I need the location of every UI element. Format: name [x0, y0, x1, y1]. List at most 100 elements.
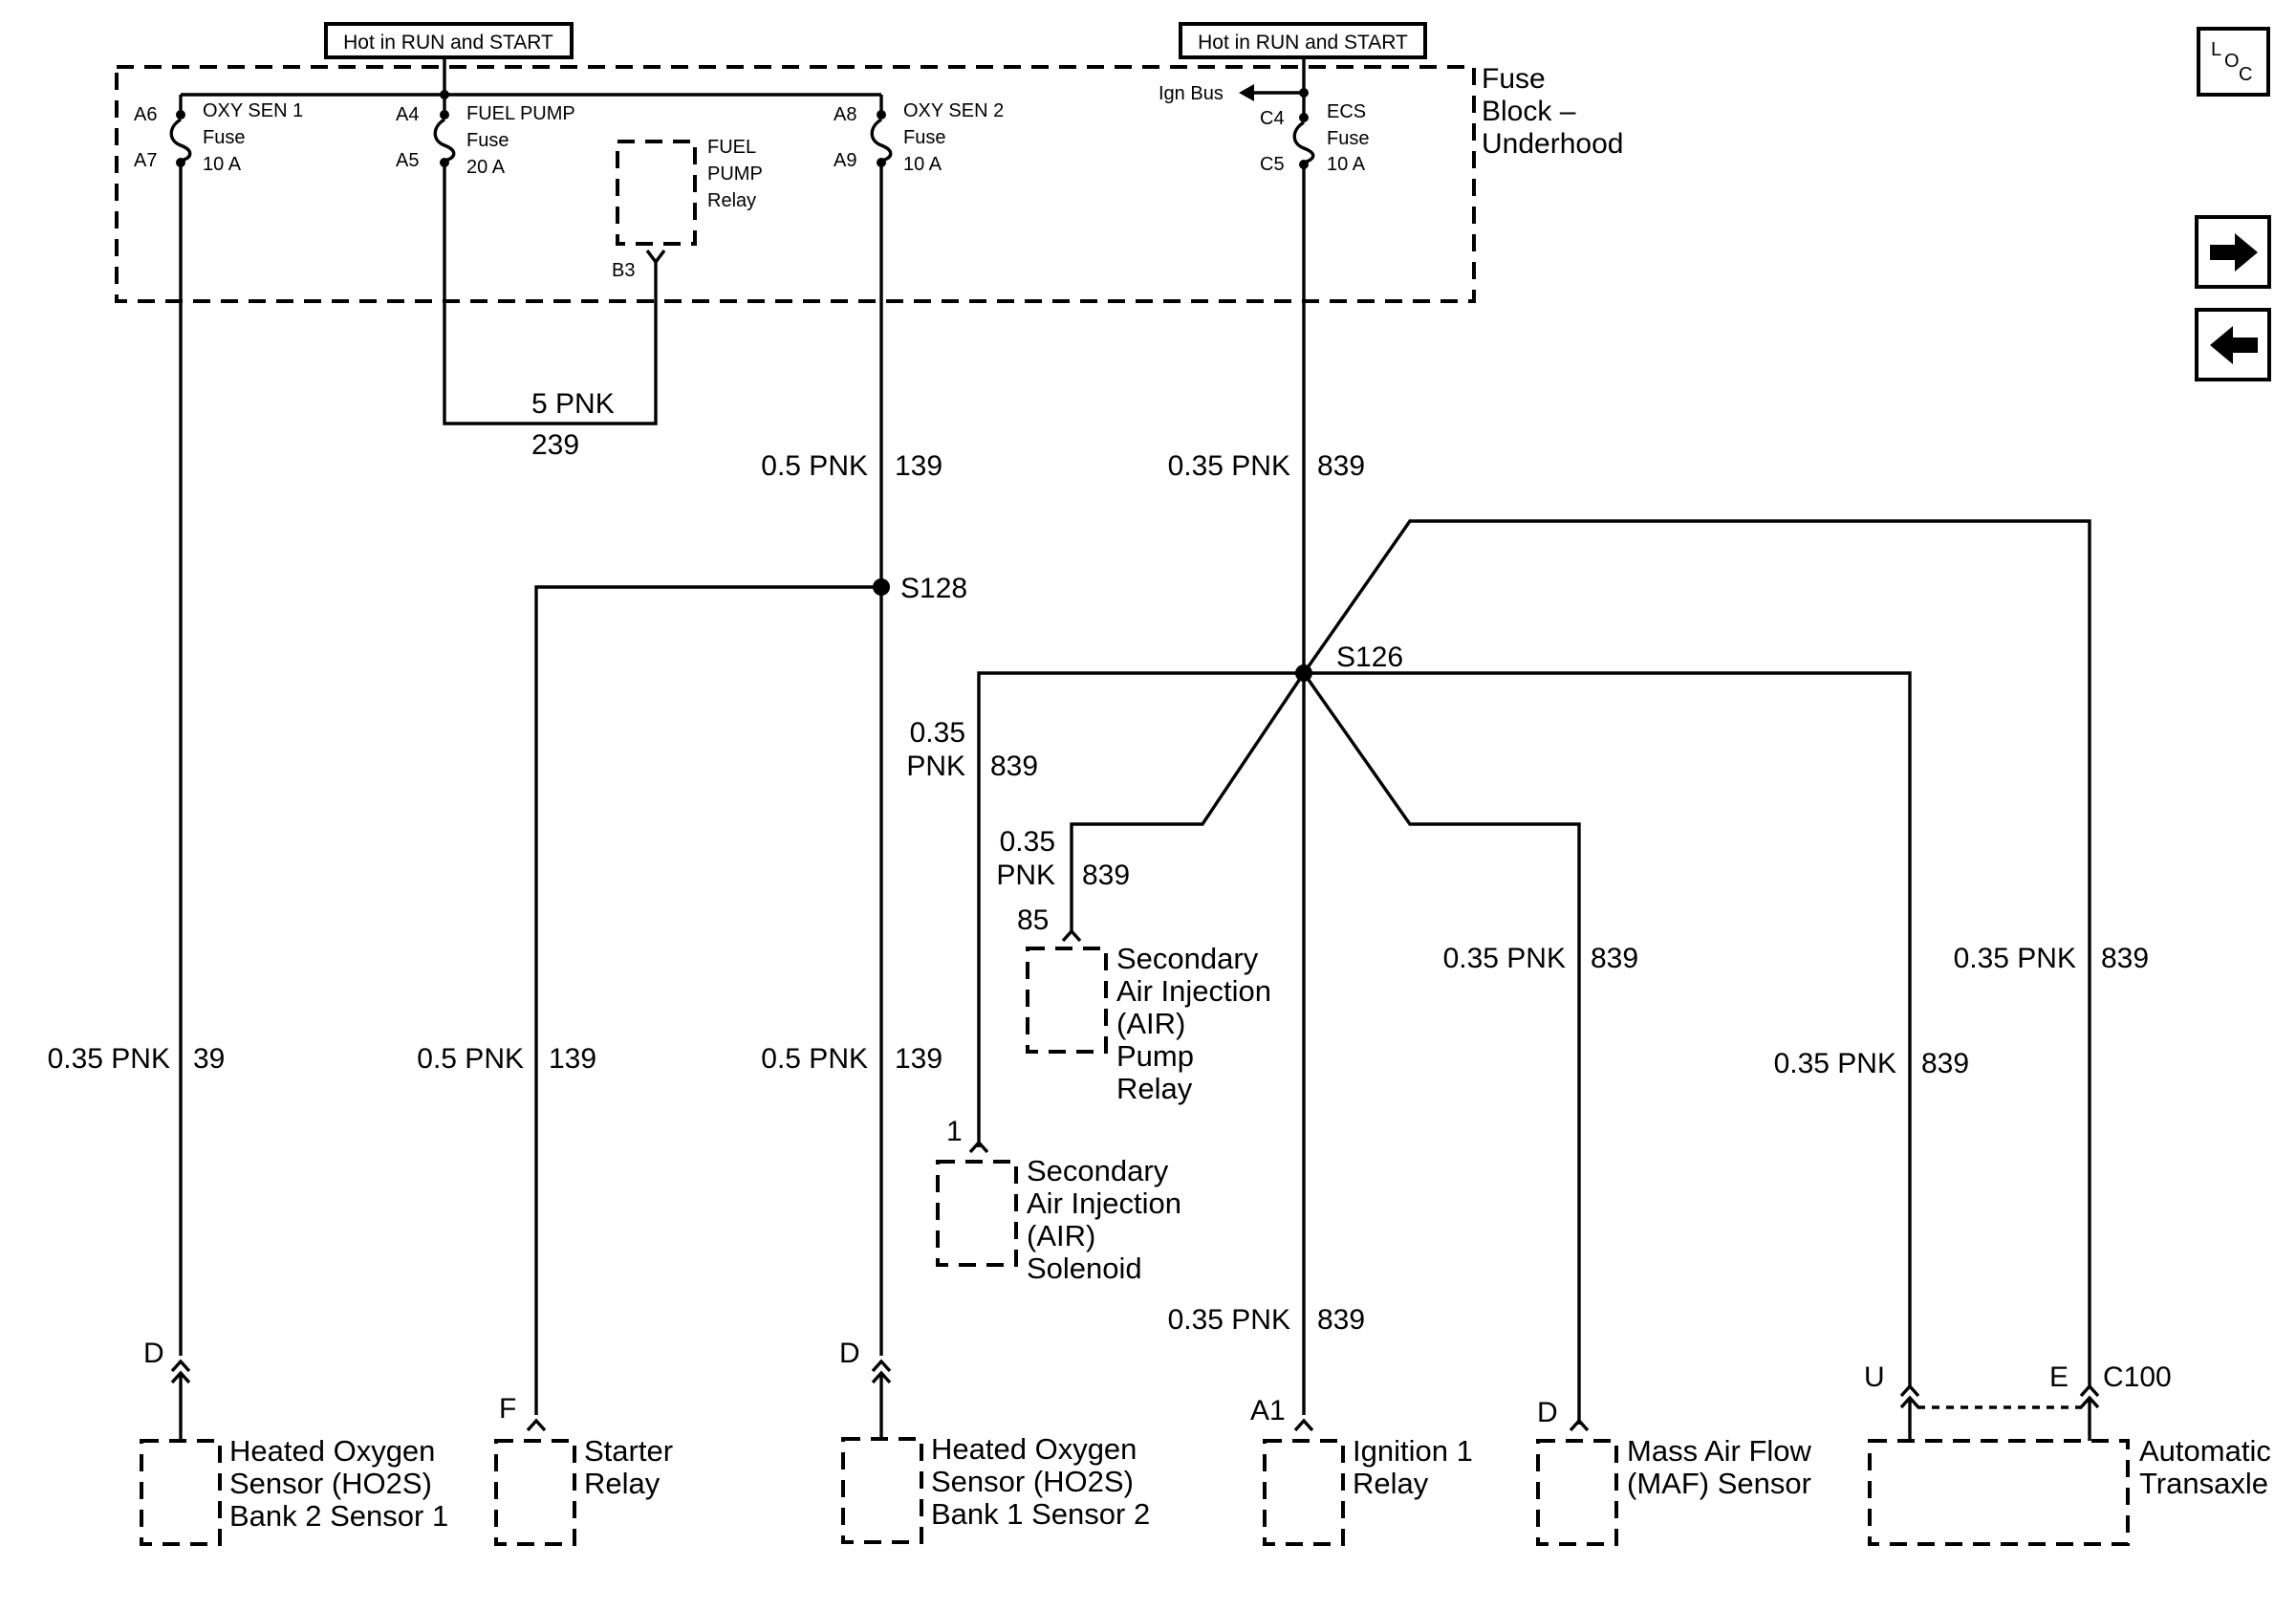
ign-bus-label: Ign Bus	[1159, 83, 1224, 104]
location-view-button[interactable]: L O C	[2197, 27, 2270, 97]
fuse-ecs-kind: Fuse	[1327, 128, 1369, 149]
wire-maf-circuit: 839	[1591, 943, 1638, 974]
hot-label-left-text: Hot in RUN and START	[343, 32, 553, 54]
wire-trans-u-circuit: 839	[1921, 1048, 1969, 1079]
starter-relay-pin: F	[499, 1393, 516, 1425]
pin-b3: B3	[612, 260, 635, 281]
ignition-relay-pin: A1	[1250, 1395, 1286, 1426]
fuse-oxy-sen-1-name: OXY SEN 1	[203, 100, 303, 121]
previous-page-button[interactable]	[2195, 308, 2271, 381]
connector-c100-label: C100	[2103, 1361, 2172, 1393]
fuel-pump-relay: FUEL PUMP Relay B3	[612, 137, 763, 281]
wire-trans-u-size: 0.35 PNK	[1774, 1048, 1896, 1079]
ho2s-b2s1-line2: Sensor (HO2S)	[229, 1467, 432, 1500]
fuse-oxy-sen-2-name: OXY SEN 2	[903, 100, 1004, 121]
ignition-relay-line1: Ignition 1	[1353, 1434, 1473, 1468]
wire-maf-size: 0.35 PNK	[1443, 943, 1566, 974]
wire-trans-e-size: 0.35 PNK	[1954, 943, 2076, 974]
air-pump-relay-pin: 85	[1017, 904, 1049, 936]
fuse-oxy-sen-1-rating: 10 A	[203, 154, 242, 175]
wire-starter	[534, 585, 881, 1415]
pin-a6: A6	[134, 104, 157, 125]
wire-air-pump-size-line2: PNK	[996, 860, 1055, 891]
wire-relay-loop-size: 5 PNK	[531, 388, 615, 420]
fuel-pump-relay-line1: FUEL	[707, 137, 756, 158]
ho2s-b2s1-pin: D	[143, 1338, 164, 1369]
connector-chevron-icon	[968, 1140, 989, 1154]
fuse-ecs-name: ECS	[1327, 101, 1366, 122]
wire-ecs-size: 0.35 PNK	[1168, 450, 1290, 482]
loc-letter-o: O	[2224, 51, 2240, 72]
hot-label-right-text: Hot in RUN and START	[1198, 32, 1408, 54]
component-ignition-relay: A1 Ignition 1 Relay	[1250, 1395, 1473, 1546]
wire-air-solenoid-circuit: 839	[990, 751, 1038, 782]
ho2s-b1s2-pin: D	[839, 1338, 860, 1369]
fuse-block-title-line1: Fuse	[1482, 63, 1546, 95]
ho2s-b1s2-line1: Heated Oxygen	[931, 1432, 1137, 1466]
loc-letter-l: L	[2211, 39, 2221, 60]
pin-a5: A5	[396, 150, 419, 171]
fuse-ecs: Ign Bus C4 C5 ECS Fuse 10 A	[1159, 67, 1369, 175]
air-solenoid-pin: 1	[946, 1116, 963, 1147]
wire-air-solenoid	[977, 671, 1304, 1147]
starter-relay-line1: Starter	[584, 1434, 673, 1468]
component-maf-sensor: D Mass Air Flow (MAF) Sensor	[1536, 1397, 1812, 1546]
wire-starter-size: 0.5 PNK	[417, 1043, 524, 1075]
wire-air-pump	[1070, 672, 1306, 932]
maf-sensor-pin: D	[1537, 1397, 1558, 1428]
component-starter-relay: F Starter Relay	[494, 1393, 673, 1546]
air-solenoid-line4: Solenoid	[1027, 1252, 1142, 1285]
air-pump-relay-line3: (AIR)	[1116, 1007, 1185, 1040]
fuse-oxy-sen-1-kind: Fuse	[203, 127, 245, 148]
hot-label-left: Hot in RUN and START	[324, 22, 574, 59]
wire-starter-circuit: 139	[549, 1043, 596, 1075]
maf-sensor-line1: Mass Air Flow	[1627, 1434, 1812, 1468]
air-pump-relay-line1: Secondary	[1116, 942, 1259, 975]
wire-trans-e-circuit: 839	[2101, 943, 2149, 974]
component-ho2s-b1s2: D Heated Oxygen Sensor (HO2S) Bank 1 Sen…	[839, 1338, 1150, 1544]
wire-air-solenoid-size-line1: 0.35	[910, 717, 965, 749]
component-ho2s-b2s1: D Heated Oxygen Sensor (HO2S) Bank 2 Sen…	[140, 1338, 448, 1546]
wire-air-pump-size-line1: 0.35	[1000, 826, 1055, 858]
air-solenoid-line2: Air Injection	[1027, 1186, 1181, 1220]
loc-letter-c: C	[2239, 64, 2252, 85]
starter-relay-line2: Relay	[584, 1467, 661, 1500]
wire-oxy2-circuit: 139	[895, 450, 942, 482]
ho2s-b2s1-line1: Heated Oxygen	[229, 1434, 435, 1468]
wire-air-pump-circuit: 839	[1082, 860, 1130, 891]
wire-ignition-circuit: 839	[1317, 1304, 1365, 1336]
component-air-pump-relay: 85 Secondary Air Injection (AIR) Pump Re…	[1017, 904, 1271, 1105]
component-automatic-transaxle: U E C100 Automatic Transaxle	[1864, 1361, 2271, 1546]
ign-bus-arrow-icon	[1239, 84, 1254, 101]
wire-maf	[1302, 672, 1581, 1425]
pin-a8: A8	[834, 104, 856, 125]
fuse-block-outline	[115, 65, 1476, 303]
pin-a7: A7	[134, 150, 157, 171]
fuel-pump-relay-line2: PUMP	[707, 163, 763, 185]
air-solenoid-line3: (AIR)	[1027, 1219, 1095, 1252]
wire-ho2s-b2s1-circuit: 39	[193, 1043, 225, 1075]
next-page-button[interactable]	[2195, 215, 2271, 289]
wire-trans-u	[1304, 671, 1912, 1386]
connector-chevron-icon	[1061, 928, 1082, 943]
connector-chevron-icon	[526, 1418, 547, 1432]
component-air-solenoid: 1 Secondary Air Injection (AIR) Solenoid	[936, 1116, 1181, 1285]
wire-ho2s-b1s2-circuit: 139	[895, 1043, 942, 1075]
air-pump-relay-line4: Pump	[1116, 1039, 1194, 1073]
transaxle-line1: Automatic	[2139, 1434, 2271, 1468]
wire-ho2s-b1s2-size: 0.5 PNK	[761, 1043, 868, 1075]
fuse-ecs-rating: 10 A	[1327, 154, 1366, 175]
fuse-fuel-pump-rating: 20 A	[466, 157, 506, 178]
wire-ignition-size: 0.35 PNK	[1168, 1304, 1290, 1336]
pin-c5: C5	[1260, 154, 1285, 175]
fuse-oxy-sen-2-rating: 10 A	[903, 154, 942, 175]
fuse-fuel-pump: A4 A5 FUEL PUMP Fuse 20 A	[396, 103, 575, 178]
arrow-right-icon	[2210, 233, 2258, 272]
air-pump-relay-line2: Air Injection	[1116, 974, 1271, 1008]
fuse-oxy-sen-2: A8 A9 OXY SEN 2 Fuse 10 A	[834, 100, 1004, 175]
fuse-fuel-pump-name: FUEL PUMP	[466, 103, 575, 124]
wire-air-solenoid-size-line2: PNK	[906, 751, 965, 782]
location-view-icon: L O C	[2211, 39, 2252, 85]
air-solenoid-line1: Secondary	[1027, 1154, 1169, 1187]
